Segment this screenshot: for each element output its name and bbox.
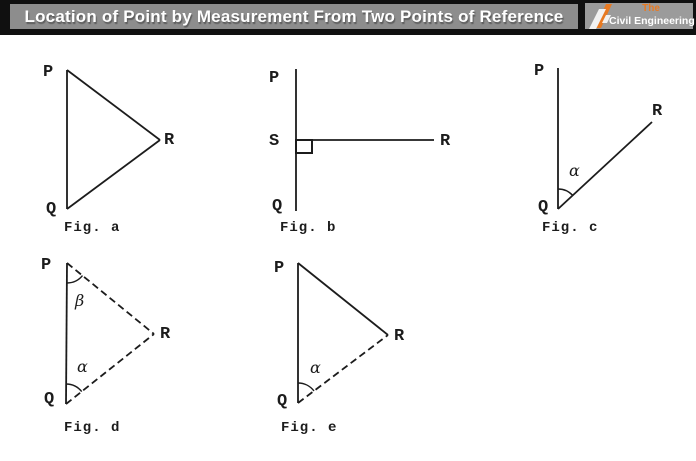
fig-d-angle-beta: β — [75, 291, 85, 310]
fig-e-point-p: P — [274, 259, 285, 278]
title-bar: Location of Point by Measurement From Tw… — [10, 4, 578, 29]
fig-b-point-s: S — [269, 132, 280, 151]
logo-word-civil-engineering: Civil Engineering — [609, 15, 695, 27]
fig-e-caption: Fig. e — [281, 420, 338, 436]
figure-d: P Q R β α Fig. d — [40, 255, 240, 455]
fig-d-point-p: P — [41, 256, 52, 275]
fig-d-caption: Fig. d — [64, 420, 121, 436]
fig-e-angle-arc-q — [297, 382, 315, 392]
fig-d-angle-alpha: α — [77, 357, 88, 376]
fig-a-caption: Fig. a — [64, 220, 121, 236]
fig-d-point-q: Q — [44, 390, 55, 409]
fig-b-point-r: R — [440, 132, 451, 151]
fig-b-point-p: P — [269, 69, 280, 88]
figure-b: P S Q R Fig. b — [260, 60, 470, 255]
fig-c-angle-arc — [557, 188, 574, 196]
fig-d-line-pq — [65, 262, 68, 405]
fig-c-angle-alpha: α — [569, 161, 580, 180]
figure-c-drawing — [557, 68, 653, 210]
logo-word-the: The — [642, 3, 660, 14]
brand-logo: The Civil Engineering — [585, 3, 695, 29]
fig-b-point-q: Q — [272, 197, 283, 216]
fig-a-line-qr — [66, 139, 161, 210]
logo-wordmark: The Civil Engineering — [609, 3, 695, 27]
fig-d-angle-arc-q — [65, 383, 83, 393]
fig-d-line-qr-dashed — [65, 333, 155, 405]
fig-e-point-r: R — [394, 327, 405, 346]
logo-slashes-icon — [589, 4, 612, 29]
fig-e-line-qr-dashed — [297, 334, 389, 404]
figure-e-drawing — [297, 262, 389, 404]
page-title: Location of Point by Measurement From Tw… — [24, 6, 564, 26]
fig-b-right-angle-mark — [295, 139, 313, 154]
fig-e-line-pr — [297, 262, 389, 336]
fig-a-point-q: Q — [46, 200, 57, 219]
fig-a-point-r: R — [164, 131, 175, 150]
figure-a-drawing — [66, 69, 161, 210]
fig-d-angle-arc-p — [66, 275, 84, 284]
fig-e-point-q: Q — [277, 392, 288, 411]
fig-d-point-r: R — [160, 325, 171, 344]
figure-d-drawing — [65, 262, 155, 405]
fig-a-point-p: P — [43, 63, 54, 82]
fig-c-point-q: Q — [538, 198, 549, 217]
header-strip: Location of Point by Measurement From Tw… — [0, 0, 696, 35]
fig-c-point-r: R — [652, 102, 663, 121]
figure-c: P Q R α Fig. c — [530, 60, 696, 255]
fig-b-caption: Fig. b — [280, 220, 337, 236]
fig-a-line-pr — [66, 69, 161, 141]
fig-e-angle-alpha: α — [310, 358, 321, 377]
figure-e: P Q R α Fig. e — [270, 255, 470, 455]
fig-c-point-p: P — [534, 62, 545, 81]
figure-a: P Q R Fig. a — [40, 60, 240, 255]
fig-d-line-pr-dashed — [66, 262, 155, 335]
fig-c-caption: Fig. c — [542, 220, 599, 236]
figure-b-drawing — [295, 69, 434, 211]
fig-c-line-qr — [557, 121, 653, 210]
